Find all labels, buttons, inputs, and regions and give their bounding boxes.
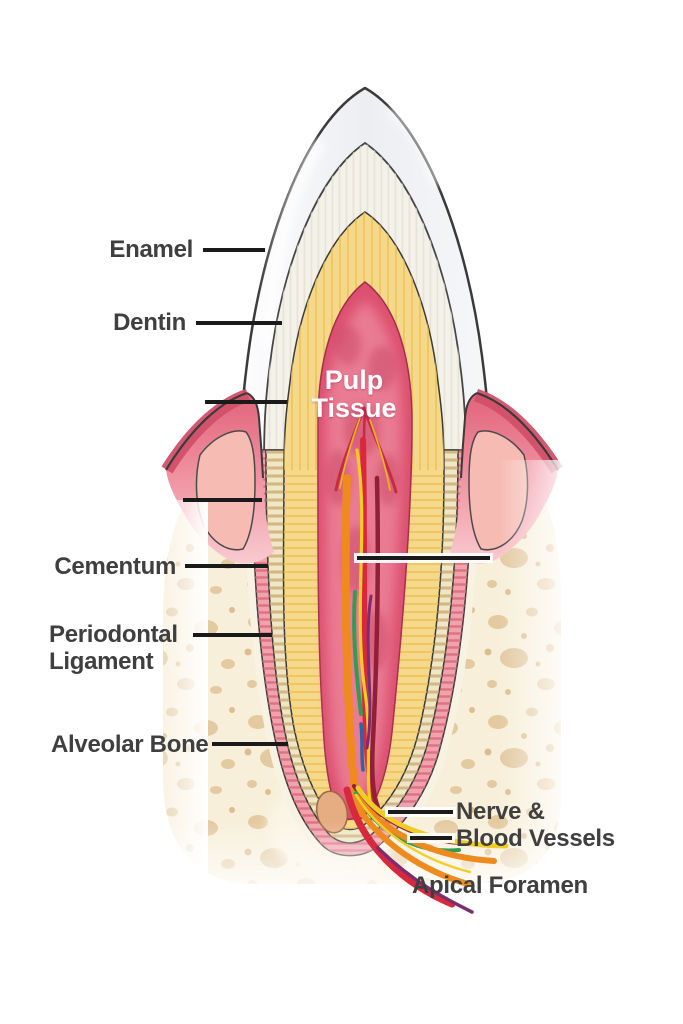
label-dentin: Dentin xyxy=(113,309,186,336)
label-nerve-line1: Nerve & xyxy=(456,798,545,825)
enamel-highlight-2 xyxy=(387,107,441,187)
blood-vessels-leader-line xyxy=(410,836,452,840)
label-periodontal-ligament: Periodontal Ligament xyxy=(49,621,178,675)
label-periodontal-line1: Periodontal xyxy=(49,621,178,648)
label-nerve-blood-vessels: Nerve & Blood Vessels xyxy=(456,798,615,852)
label-nerve-line2: Blood Vessels xyxy=(456,825,615,852)
nerve-blood-vessel-bundle xyxy=(343,784,509,914)
gumline-leader-line xyxy=(205,400,287,404)
label-pulp-line2: Tissue xyxy=(311,393,397,423)
periodontal-ligament-leader-line xyxy=(193,633,272,637)
label-apical-foramen: Apical Foramen xyxy=(412,872,588,899)
label-cementum: Cementum xyxy=(54,553,176,580)
alveolar-bone-leader-line xyxy=(212,742,288,746)
label-pulp-tissue: Pulp Tissue xyxy=(274,366,434,422)
root-surface-leader-line xyxy=(183,498,262,502)
label-periodontal-line2: Ligament xyxy=(49,648,154,675)
label-pulp-line1: Pulp xyxy=(324,365,384,395)
enamel-leader-line xyxy=(203,248,265,252)
dentin-leader-line xyxy=(196,321,282,325)
root-canal-leader-line xyxy=(357,556,490,560)
label-enamel: Enamel xyxy=(109,236,193,263)
label-alveolar-bone: Alveolar Bone xyxy=(51,731,209,758)
pulp-tissue-layer xyxy=(317,281,413,821)
enamel-highlight xyxy=(260,140,324,348)
nerve-leader-line xyxy=(388,810,453,814)
cementum-leader-line xyxy=(185,564,268,568)
